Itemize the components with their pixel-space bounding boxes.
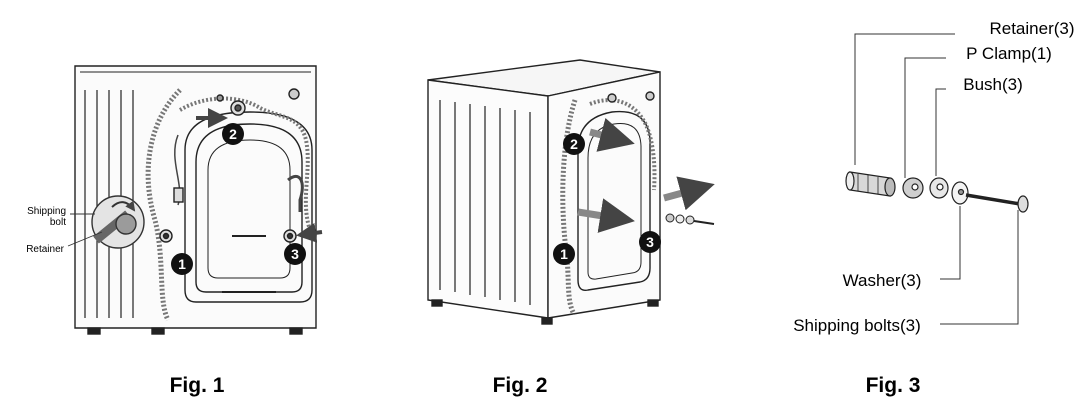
badge-3: 3 [284, 243, 306, 265]
washer-perspective-illustration [427, 59, 715, 325]
figure-2: 1 2 3 Fig. 2 [427, 59, 715, 397]
badge-3: 3 [639, 231, 661, 253]
svg-text:3: 3 [646, 234, 654, 250]
figure-2-caption: Fig. 2 [493, 374, 548, 397]
svg-text:2: 2 [229, 126, 237, 142]
svg-text:3: 3 [291, 246, 299, 262]
badge-2: 2 [563, 133, 585, 155]
badge-1: 1 [553, 243, 575, 265]
svg-text:1: 1 [560, 246, 568, 262]
retainer-label: Retainer [26, 244, 64, 255]
badge-2: 2 [222, 123, 244, 145]
badge-1: 1 [171, 253, 193, 275]
figure-1-caption: Fig. 1 [170, 374, 225, 397]
part-label-shipping-bolts: Shipping bolts(3) [793, 316, 921, 335]
part-label-washer: Washer(3) [843, 271, 922, 290]
part-label-retainer: Retainer(3) [989, 19, 1074, 38]
figure-3: Retainer(3) P Clamp(1) Bush(3) Washer(3)… [793, 19, 1074, 397]
washer-rear-illustration [74, 65, 323, 335]
part-label-bush: Bush(3) [963, 75, 1023, 94]
part-label-p-clamp: P Clamp(1) [966, 44, 1052, 63]
parts-exploded-illustration [845, 171, 1029, 213]
leader-lines [854, 33, 1019, 325]
svg-text:1: 1 [178, 256, 186, 272]
figure-3-caption: Fig. 3 [866, 374, 921, 397]
svg-text:2: 2 [570, 136, 578, 152]
